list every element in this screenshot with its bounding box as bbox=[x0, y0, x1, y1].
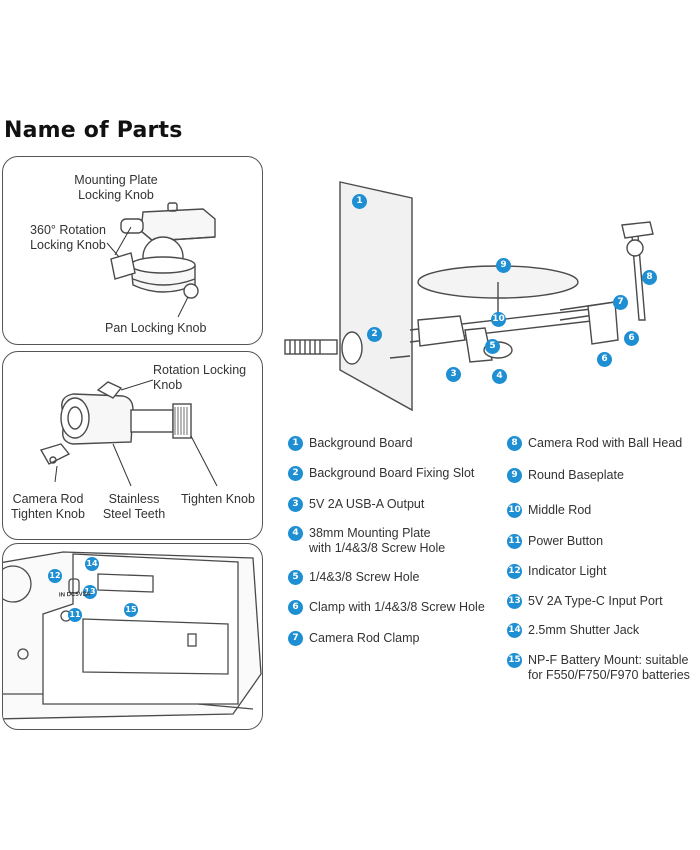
legend-item-7: 7 Camera Rod Clamp bbox=[288, 631, 419, 646]
diagram-badge-9: 9 bbox=[496, 258, 511, 273]
pan-knob-label: Pan Locking Knob bbox=[105, 321, 207, 335]
legend-item-13: 13 5V 2A Type-C Input Port bbox=[507, 594, 663, 609]
diagram-badge-5: 5 bbox=[485, 339, 500, 354]
legend-item-6: 6 Clamp with 1/4&3/8 Screw Hole bbox=[288, 600, 485, 615]
ball-head-panel: Mounting Plate Locking Knob 360° Rotatio… bbox=[2, 156, 263, 345]
clamp-panel: Rotation Locking Knob Camera Rod Tighten… bbox=[2, 351, 263, 540]
legend-item-8: 8 Camera Rod with Ball Head bbox=[507, 436, 682, 451]
badge-15: 15 bbox=[124, 603, 138, 617]
camera-rod-tighten-knob-label: Camera Rod Tighten Knob bbox=[11, 492, 85, 521]
legend-item-3: 3 5V 2A USB-A Output bbox=[288, 497, 424, 512]
rotation-locking-knob-label: Rotation Locking Knob bbox=[153, 363, 247, 392]
rotation-knob-label: 360° Rotation Locking Knob bbox=[30, 223, 106, 252]
legend-item-10: 10 Middle Rod bbox=[507, 503, 592, 518]
battery-mount-panel: 12 14 13 11 15 IN DC5V2A bbox=[2, 543, 263, 730]
badge-14: 14 bbox=[85, 557, 99, 571]
diagram-badge-1: 1 bbox=[352, 194, 367, 209]
legend-item-9: 9 Round Baseplate bbox=[507, 468, 624, 483]
diagram-badge-7: 7 bbox=[613, 295, 628, 310]
legend-item-2: 2 Background Board Fixing Slot bbox=[288, 466, 474, 481]
legend-item-1: 1 Background Board bbox=[288, 436, 413, 451]
legend-item-14: 14 2.5mm Shutter Jack bbox=[507, 623, 640, 638]
legend-item-5: 5 1/4&3/8 Screw Hole bbox=[288, 570, 419, 585]
diagram-badge-4: 4 bbox=[492, 369, 507, 384]
badge-12: 12 bbox=[48, 569, 62, 583]
diagram-badge-6: 6 bbox=[597, 352, 612, 367]
diagram-badge-8: 8 bbox=[642, 270, 657, 285]
diagram-badge-6b: 6 bbox=[624, 331, 639, 346]
diagram-badge-3: 3 bbox=[446, 367, 461, 382]
badge-13: 13 bbox=[83, 585, 97, 599]
battery-mount-illustration bbox=[3, 551, 262, 720]
legend-item-11: 11 Power Button bbox=[507, 534, 604, 549]
diagram-badge-2: 2 bbox=[367, 327, 382, 342]
clamp-illustration bbox=[39, 379, 218, 487]
legend-item-15: 15 NP-F Battery Mount: suitable for F550… bbox=[507, 653, 690, 682]
diagram-badge-10: 10 bbox=[491, 312, 506, 327]
port-label: IN DC5V2A bbox=[58, 591, 91, 599]
product-illustration bbox=[284, 181, 654, 412]
mounting-plate-knob-label: Mounting Plate Locking Knob bbox=[74, 173, 158, 202]
stainless-steel-teeth-label: Stainless Steel Teeth bbox=[102, 492, 166, 521]
ball-head-illustration bbox=[106, 202, 216, 318]
legend-item-4: 4 38mm Mounting Plate with 1/4&3/8 Screw… bbox=[288, 526, 445, 556]
badge-11: 11 bbox=[68, 608, 82, 622]
legend-item-12: 12 Indicator Light bbox=[507, 564, 607, 579]
page-title: Name of Parts bbox=[4, 118, 183, 143]
tighten-knob-label: Tighten Knob bbox=[181, 492, 255, 506]
